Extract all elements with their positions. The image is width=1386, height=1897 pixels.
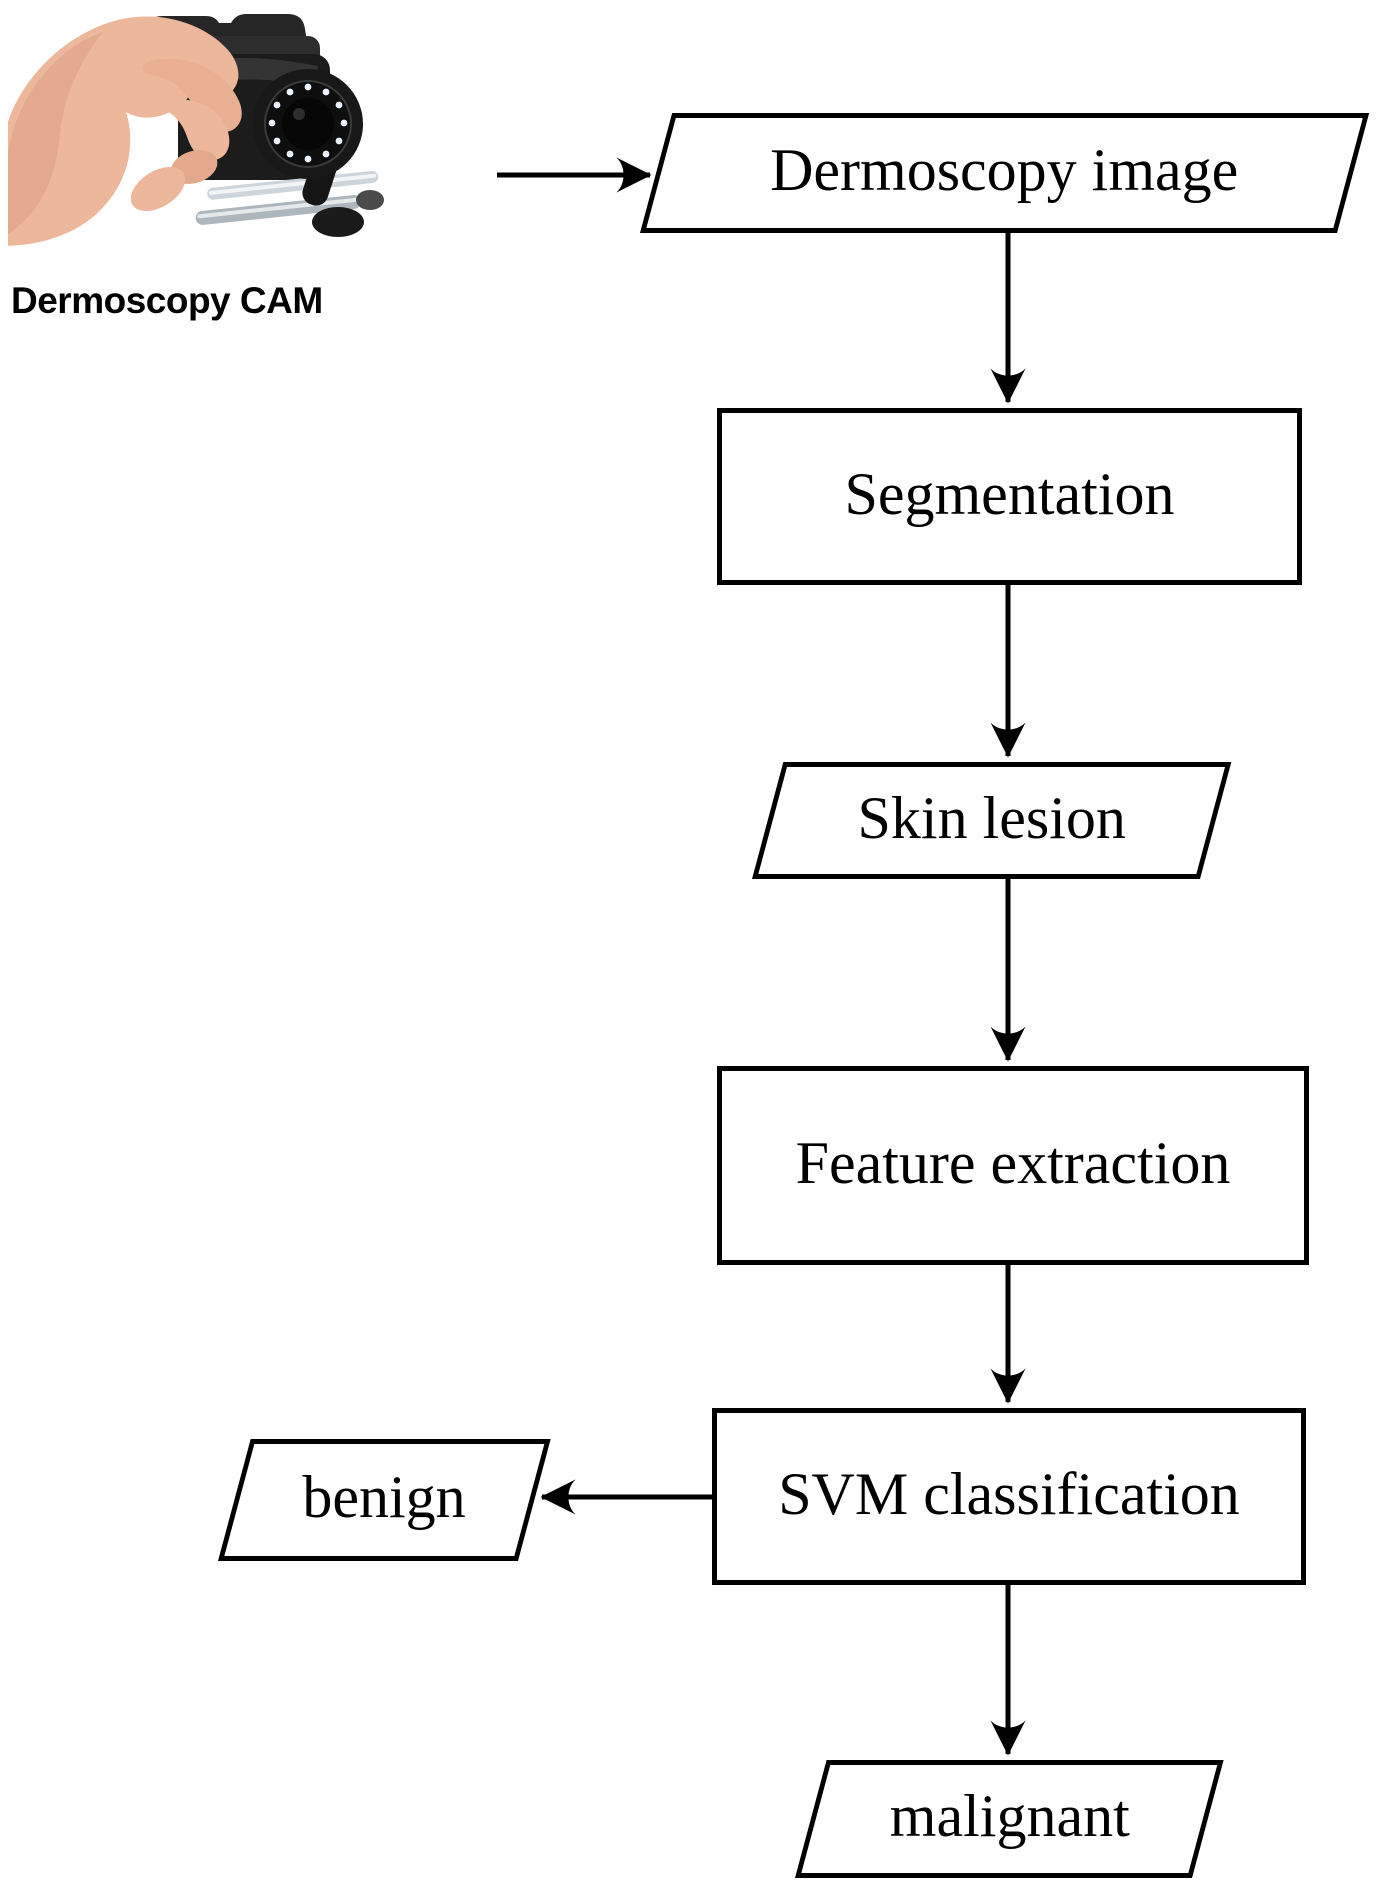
node-label: SVM classification: [778, 1460, 1240, 1527]
node-malignant: malignant: [795, 1760, 1224, 1878]
node-label: benign: [302, 1464, 467, 1530]
dermoscopy-cam-caption: Dermoscopy CAM: [11, 280, 323, 321]
node-label: Segmentation: [844, 460, 1175, 527]
node-benign: benign: [218, 1439, 551, 1561]
dermoscopy-camera-photo: [8, 14, 384, 246]
node-label: malignant: [889, 1783, 1130, 1849]
hand-illustration: [8, 16, 242, 246]
node-segmentation: Segmentation: [717, 408, 1302, 585]
node-skin-lesion: Skin lesion: [752, 762, 1232, 879]
node-label: Skin lesion: [857, 784, 1126, 851]
node-label: Dermoscopy image: [770, 137, 1239, 203]
node-label: Feature extraction: [795, 1129, 1231, 1196]
node-feature-extraction: Feature extraction: [717, 1066, 1309, 1265]
node-dermoscopy-image: Dermoscopy image: [640, 113, 1370, 233]
camera-lens: [253, 69, 363, 179]
node-svm-classification: SVM classification: [712, 1408, 1306, 1585]
